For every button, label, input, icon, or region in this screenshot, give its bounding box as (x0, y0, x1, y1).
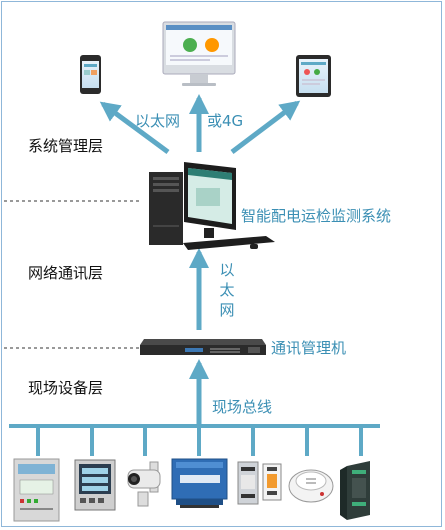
layer-label-system: 系统管理层 (28, 137, 104, 155)
label-ethernet-vertical: 以太网 (219, 261, 235, 319)
arrow-to-tablet (230, 100, 301, 154)
camera-icon (127, 461, 161, 507)
din-rail-switch-icon (262, 463, 282, 501)
plc-module-icon (340, 461, 370, 520)
arrow-to-phone (99, 101, 170, 155)
imac-icon (162, 21, 236, 86)
module-icon (171, 458, 228, 508)
label-ethernet-top: 以太网 (135, 112, 181, 130)
power-meter-icon (74, 459, 116, 511)
label-or-4g: 或4G (207, 112, 244, 130)
layer-label-field: 现场设备层 (28, 379, 104, 397)
label-system-name: 智能配电运检监测系统 (241, 207, 392, 225)
protection-relay-icon (13, 458, 60, 522)
label-comm-manager: 通讯管理机 (271, 339, 347, 357)
layer-label-network: 网络通讯层 (28, 264, 104, 282)
tablet-icon (296, 55, 331, 97)
smoke-detector-icon (288, 469, 334, 503)
rack-server-icon (140, 339, 266, 355)
desktop-workstation-icon (149, 162, 275, 250)
smartphone-icon (80, 55, 101, 94)
label-field-bus: 现场总线 (212, 398, 273, 416)
din-rail-device-icon (237, 461, 259, 505)
